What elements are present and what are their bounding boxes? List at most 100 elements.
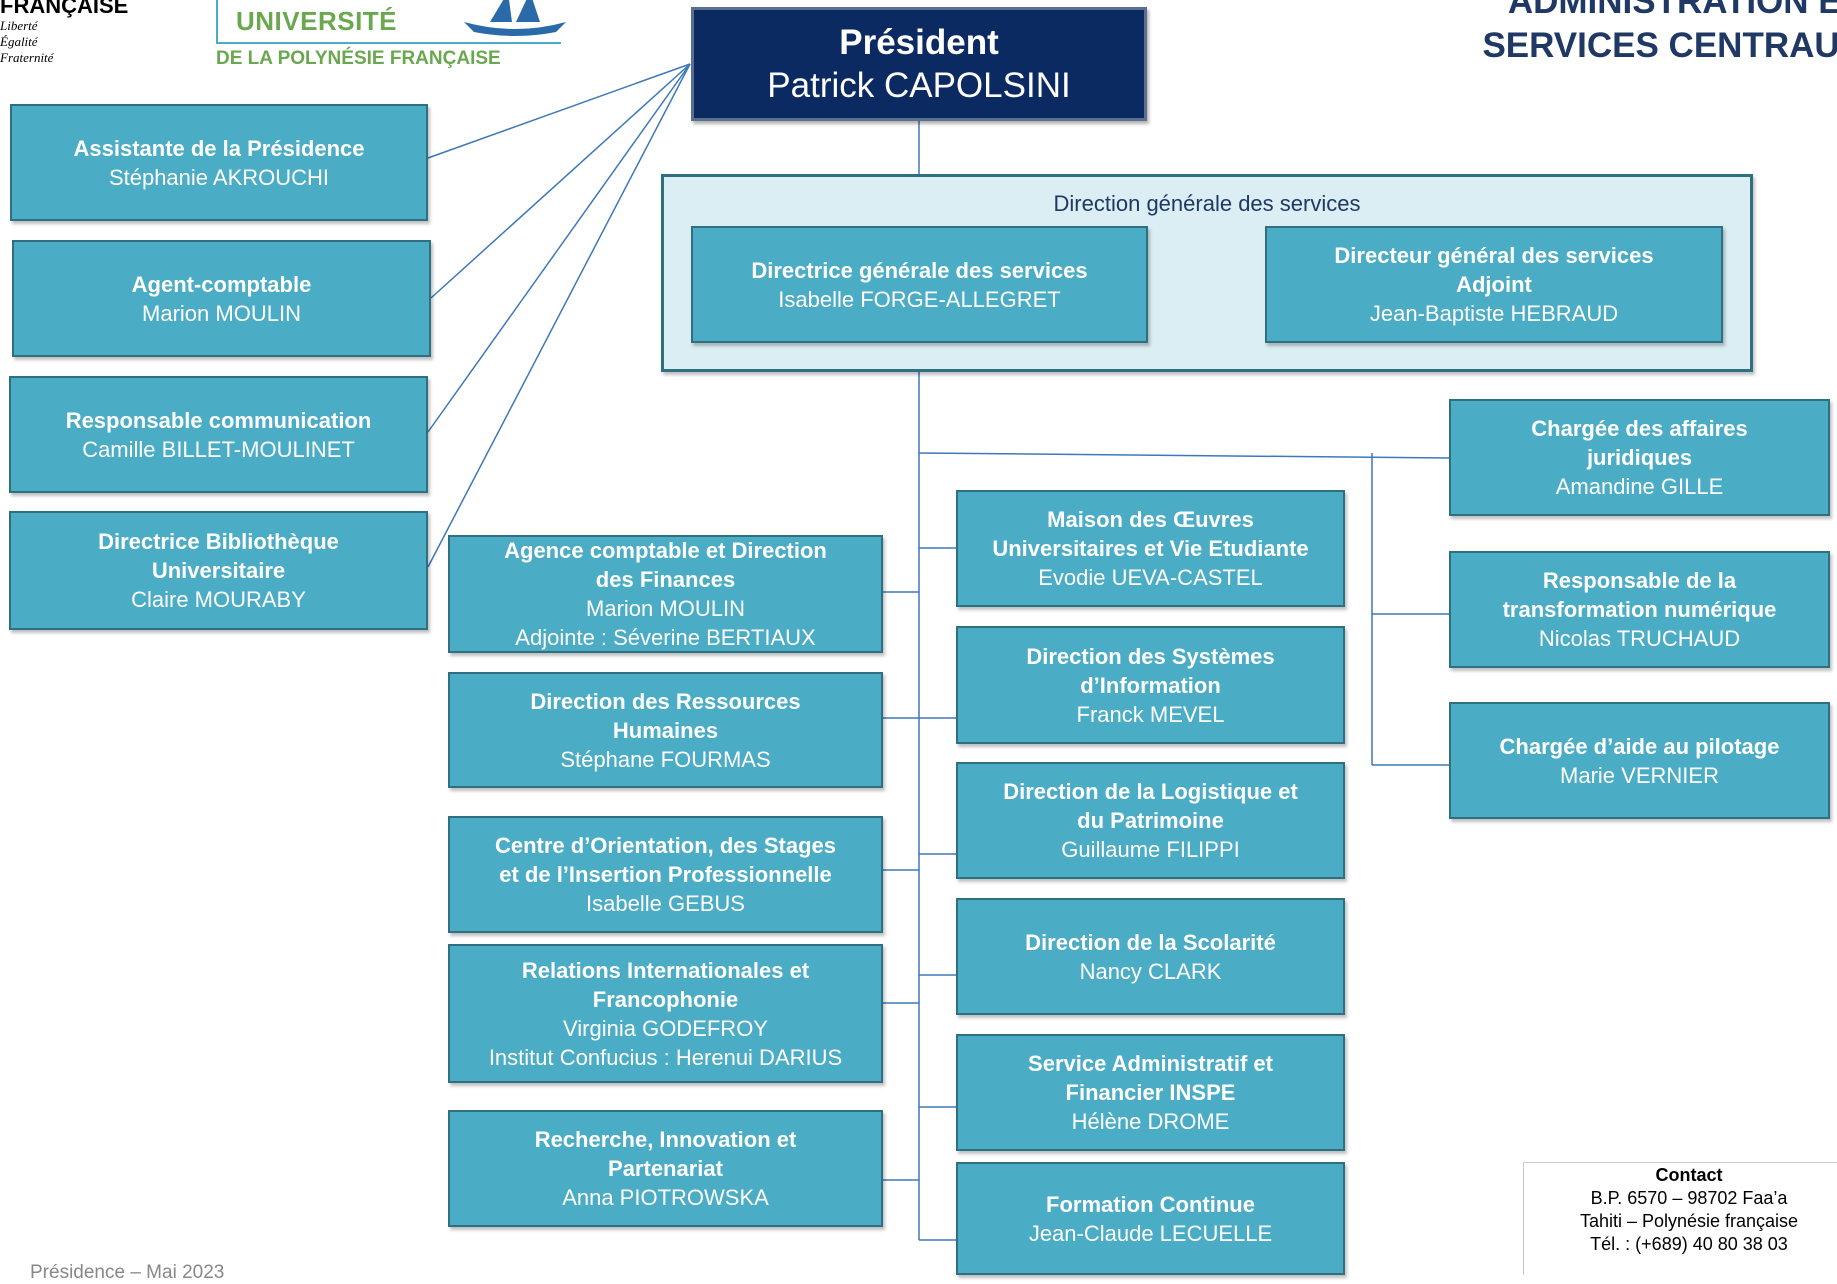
box-title: Service Administratif et: [1028, 1051, 1273, 1076]
box-name: Guillaume FILIPPI: [1061, 837, 1240, 862]
box-name: Jean-Claude LECUELLE: [1028, 1220, 1273, 1246]
aide-pilotage-box: Chargée d’aide au pilotage Marie VERNIER: [1449, 702, 1830, 819]
box-title: juridiques: [1586, 445, 1693, 470]
orientation-stages-box: Centre d’Orientation, des Stages et de l…: [448, 816, 883, 933]
dgs-adjoint-box: Directeur général des services Adjoint J…: [1265, 226, 1723, 343]
box-title: Centre d’Orientation, des Stages: [494, 833, 837, 858]
logo-separator: [216, 42, 561, 44]
republique-francaise-logo: FRANÇAISE Liberté Égalité Fraternité: [0, 0, 128, 66]
motto-liberte: Liberté: [0, 18, 38, 33]
logistique-patrimoine-box: Direction de la Logistique et du Patrimo…: [956, 762, 1345, 879]
box-title: Responsable communication: [65, 407, 372, 433]
box-title: Formation Continue: [1046, 1191, 1255, 1217]
box-title: Francophonie: [592, 986, 739, 1012]
formation-continue-box: Formation Continue Jean-Claude LECUELLE: [956, 1162, 1345, 1275]
box-title: Adjoint: [1456, 272, 1532, 297]
box-title: des Finances: [595, 567, 736, 592]
box-title: Universitaires et Vie Etudiante: [992, 536, 1309, 561]
universite-name: UNIVERSITÉ: [236, 6, 398, 36]
president-box: Président Patrick CAPOLSINI: [691, 7, 1147, 121]
box-name: Evodie UEVA-CASTEL: [1038, 565, 1263, 590]
contact-line: Tahiti – Polynésie française: [1579, 1211, 1799, 1231]
box-name: Isabelle FORGE-ALLEGRET: [778, 286, 1061, 312]
contact-border-top: [1523, 1162, 1837, 1163]
box-title: Chargée d’aide au pilotage: [1499, 733, 1780, 759]
box-title: Directrice générale des services: [751, 257, 1088, 283]
box-title: Agence comptable et Direction: [504, 538, 827, 563]
ressources-humaines-box: Direction des Ressources Humaines Stépha…: [448, 672, 883, 788]
box-title: Directeur général des services: [1334, 243, 1654, 268]
box-title: Direction de la Logistique et: [1003, 779, 1298, 804]
box-title: Maison des Œuvres: [1047, 507, 1254, 532]
box-title: Directrice Bibliothèque: [98, 529, 339, 554]
dgs-label: Direction générale des services: [1053, 191, 1361, 216]
box-name: Isabelle GEBUS: [586, 891, 745, 916]
box-name: Nancy CLARK: [1079, 958, 1222, 984]
republique-title: FRANÇAISE: [0, 0, 129, 18]
bibliotheque-box: Directrice Bibliothèque Universitaire Cl…: [9, 511, 428, 630]
contact-block: Contact B.P. 6570 – 98702 Faa’a Tahiti –…: [1524, 1164, 1837, 1256]
box-name: Camille BILLET-MOULINET: [82, 436, 355, 462]
logo-bar: [216, 0, 218, 42]
box-name: Stéphane FOURMAS: [560, 746, 771, 772]
pirogue-icon: [464, 0, 566, 36]
inspe-box: Service Administratif et Financier INSPE…: [956, 1034, 1345, 1151]
box-title: Agent-comptable: [131, 271, 312, 297]
box-title: Direction des Systèmes: [1026, 643, 1275, 669]
footer-text: Présidence – Mai 2023: [30, 1262, 225, 1283]
box-name: Marion MOULIN: [586, 596, 745, 621]
box-title: d’Information: [1080, 672, 1221, 698]
box-title: Universitaire: [151, 558, 286, 583]
page-header: ADMINISTRATION ET SERVICES CENTRAUX: [1482, 0, 1837, 68]
box-name: Marion MOULIN: [142, 300, 301, 326]
box-title: Humaines: [612, 717, 719, 743]
president-title: Président: [839, 23, 999, 62]
assistante-presidence-box: Assistante de la Présidence Stéphanie AK…: [10, 104, 428, 221]
dgs-directrice-box: Directrice générale des services Isabell…: [691, 226, 1148, 343]
box-title: Responsable de la: [1542, 568, 1737, 593]
president-name: Patrick CAPOLSINI: [767, 66, 1071, 105]
box-name: Stéphanie AKROUCHI: [108, 164, 330, 190]
header-line2: SERVICES CENTRAUX: [1482, 26, 1837, 65]
box-title: transformation numérique: [1502, 597, 1777, 622]
box-title: Direction des Ressources: [530, 688, 801, 714]
box-name: Jean-Baptiste HEBRAUD: [1369, 301, 1619, 326]
contact-line: Tél. : (+689) 40 80 38 03: [1590, 1234, 1788, 1254]
box-title: Chargée des affaires: [1531, 416, 1748, 441]
scolarite-box: Direction de la Scolarité Nancy CLARK: [956, 898, 1345, 1015]
box-name: Amandine GILLE: [1555, 474, 1724, 499]
box-name: Hélène DROME: [1071, 1109, 1230, 1134]
box-name: Adjointe : Séverine BERTIAUX: [515, 625, 816, 650]
box-title: Relations Internationales et: [521, 957, 810, 983]
header-line1: ADMINISTRATION ET: [1507, 0, 1837, 21]
contact-title: Contact: [1655, 1165, 1723, 1185]
box-name: Nicolas TRUCHAUD: [1538, 626, 1741, 651]
box-name: Virginia GODEFROY: [563, 1015, 768, 1041]
motto-egalite: Égalité: [0, 34, 38, 49]
box-title: Financier INSPE: [1065, 1080, 1236, 1105]
motto-fraternite: Fraternité: [0, 50, 54, 65]
contact-border-left: [1523, 1162, 1524, 1275]
box-name: Franck MEVEL: [1076, 701, 1225, 727]
box-title: Assistante de la Présidence: [73, 135, 365, 161]
transformation-numerique-box: Responsable de la transformation numériq…: [1449, 551, 1830, 668]
systemes-information-box: Direction des Systèmes d’Information Fra…: [956, 626, 1345, 744]
box-title: Recherche, Innovation et: [534, 1127, 797, 1152]
box-title: du Patrimoine: [1077, 808, 1224, 833]
universite-logo: UNIVERSITÉ DE LA POLYNÉSIE FRANÇAISE: [210, 0, 566, 76]
box-name: Anna PIOTROWSKA: [562, 1185, 769, 1210]
affaires-juridiques-box: Chargée des affaires juridiques Amandine…: [1449, 399, 1830, 516]
responsable-communication-box: Responsable communication Camille BILLET…: [9, 376, 428, 493]
box-title: Partenariat: [608, 1156, 723, 1181]
box-title: et de l’Insertion Professionnelle: [499, 862, 832, 887]
relations-internationales-box: Relations Internationales et Francophoni…: [448, 944, 883, 1083]
maison-oeuvres-box: Maison des Œuvres Universitaires et Vie …: [956, 490, 1345, 607]
recherche-innovation-box: Recherche, Innovation et Partenariat Ann…: [448, 1110, 883, 1227]
box-title: Direction de la Scolarité: [1025, 929, 1276, 955]
box-name: Institut Confucius : Herenui DARIUS: [488, 1044, 843, 1070]
agent-comptable-box: Agent-comptable Marion MOULIN: [12, 240, 431, 357]
universite-subtitle: DE LA POLYNÉSIE FRANÇAISE: [216, 48, 501, 69]
agence-comptable-box: Agence comptable et Direction des Financ…: [448, 535, 883, 653]
contact-line: B.P. 6570 – 98702 Faa’a: [1590, 1188, 1788, 1208]
box-name: Marie VERNIER: [1560, 762, 1719, 788]
